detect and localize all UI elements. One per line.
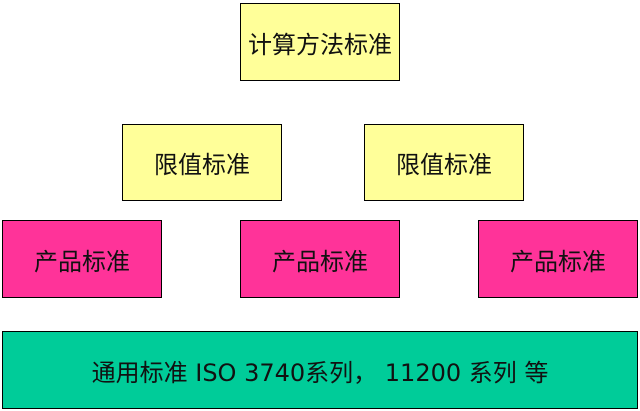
general-standard-label: 通用标准 ISO 3740系列， 11200 系列 等 [91, 358, 549, 387]
limit-standard-box-left: 限值标准 [122, 124, 282, 201]
product-standard-label-middle: 产品标准 [272, 247, 368, 276]
product-standard-label-left: 产品标准 [34, 247, 130, 276]
calculation-method-standard-box: 计算方法标准 [240, 3, 400, 81]
product-standard-box-middle: 产品标准 [240, 220, 400, 298]
limit-standard-label-right: 限值标准 [396, 151, 492, 179]
calculation-method-standard-label: 计算方法标准 [248, 30, 392, 59]
product-standard-box-left: 产品标准 [2, 220, 162, 298]
limit-standard-box-right: 限值标准 [364, 124, 524, 201]
general-standard-box: 通用标准 ISO 3740系列， 11200 系列 等 [2, 331, 638, 409]
product-standard-box-right: 产品标准 [478, 220, 638, 298]
product-standard-label-right: 产品标准 [510, 247, 606, 276]
limit-standard-label-left: 限值标准 [154, 151, 250, 179]
